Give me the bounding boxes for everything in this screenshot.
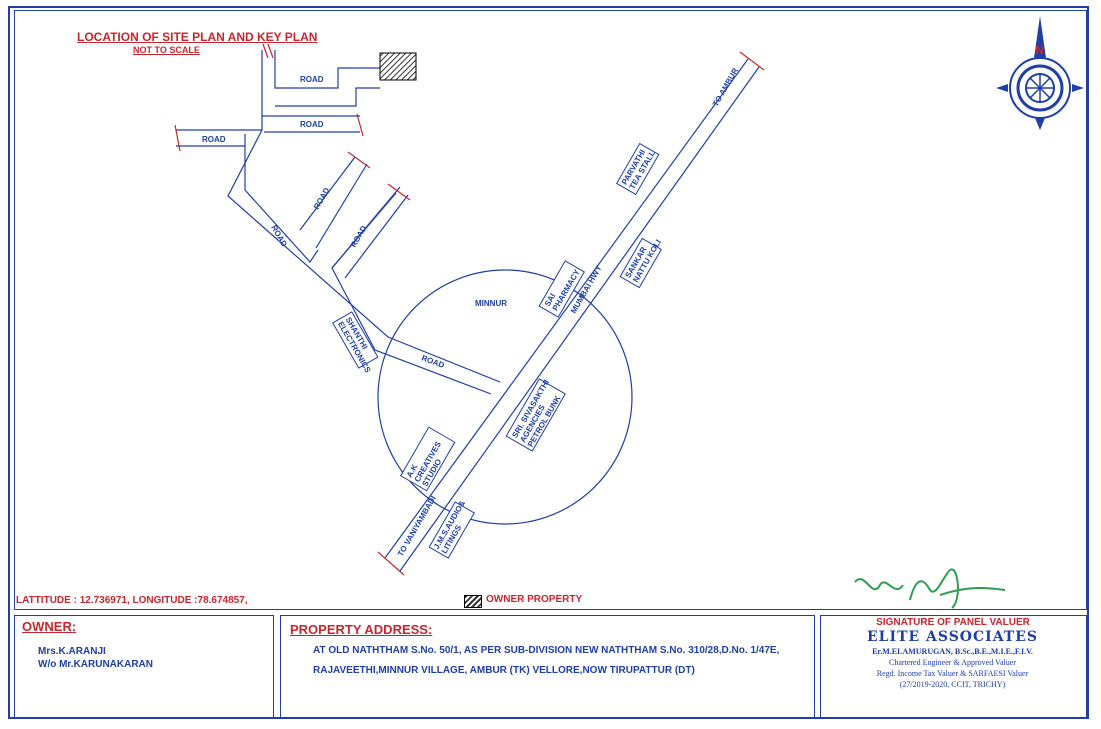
map-panel (14, 10, 1087, 610)
road-label: ROAD (300, 120, 324, 129)
top-road-right (275, 87, 380, 107)
spur-road-a (299, 156, 356, 231)
parvathi-box (616, 142, 660, 196)
sri-box (505, 378, 566, 452)
road-label: ROAD (300, 75, 324, 84)
owner-property-swatch (464, 595, 482, 608)
road-label: ROAD (420, 353, 445, 370)
signature-box (820, 615, 1087, 719)
valuer-name: Er.M.ELAMURUGAN, B.Sc.,B.E.,M.I.E.,F.I.V… (872, 647, 1033, 656)
valuer-line-3: (27/2019-2020, CCIT, TRICHY) (899, 680, 1006, 689)
ak-box (400, 426, 456, 492)
top-road-left (274, 50, 380, 89)
sai-box (538, 260, 585, 318)
minnur-circle (377, 269, 633, 525)
address-heading: PROPERTY ADDRESS: (290, 622, 433, 637)
area-label: MINNUR (475, 299, 507, 308)
signature-heading: SIGNATURE OF PANEL VALUER (876, 617, 1030, 628)
signature-scribble (854, 568, 1006, 609)
highway-edge-right (399, 66, 760, 572)
jms-box (428, 501, 475, 559)
owner-relation: W/o Mr.KARUNAKARAN (38, 659, 153, 670)
inner-road (244, 146, 319, 263)
scale-note: NOT TO SCALE (133, 45, 200, 55)
branch-road-top (227, 50, 501, 383)
coordinates-text: LATTITUDE : 12.736971, LONGITUDE :78.674… (16, 595, 248, 606)
spur-road-b (315, 163, 368, 249)
owner-heading: OWNER: (22, 619, 77, 634)
address-line-2: RAJAVEETHI,MINNUR VILLAGE, AMBUR (TK) VE… (313, 665, 695, 676)
address-box (280, 615, 815, 719)
legend-label: OWNER PROPERTY (486, 594, 583, 605)
road-label: ROAD (312, 186, 332, 211)
road-label: ROAD (349, 224, 369, 249)
address-line-1: AT OLD NATHTHAM S.No. 50/1, AS PER SUB-D… (313, 645, 780, 656)
owner-property-marker (379, 52, 417, 81)
spur-road-d (344, 194, 409, 279)
spur-road-c (331, 186, 401, 269)
road-label: ROAD (202, 135, 226, 144)
shanthi-box (332, 311, 379, 369)
highway-edge-left (384, 58, 749, 559)
owner-name: Mrs.K.ARANJI (38, 646, 106, 657)
owner-box (14, 615, 274, 719)
firm-name: ELITE ASSOCIATES (867, 629, 1038, 645)
compass-icon: N (996, 16, 1084, 130)
sankar-box (619, 237, 662, 289)
valuer-line-2: Regd. Income Tax Valuer & SARFAESI Value… (876, 669, 1029, 678)
valuer-line-1: Chartered Engineer & Approved Valuer (889, 658, 1016, 667)
north-label: N (1035, 43, 1044, 57)
page-title: LOCATION OF SITE PLAN AND KEY PLAN (77, 30, 318, 44)
to-ambur-label: TO AMBUR (711, 66, 740, 108)
